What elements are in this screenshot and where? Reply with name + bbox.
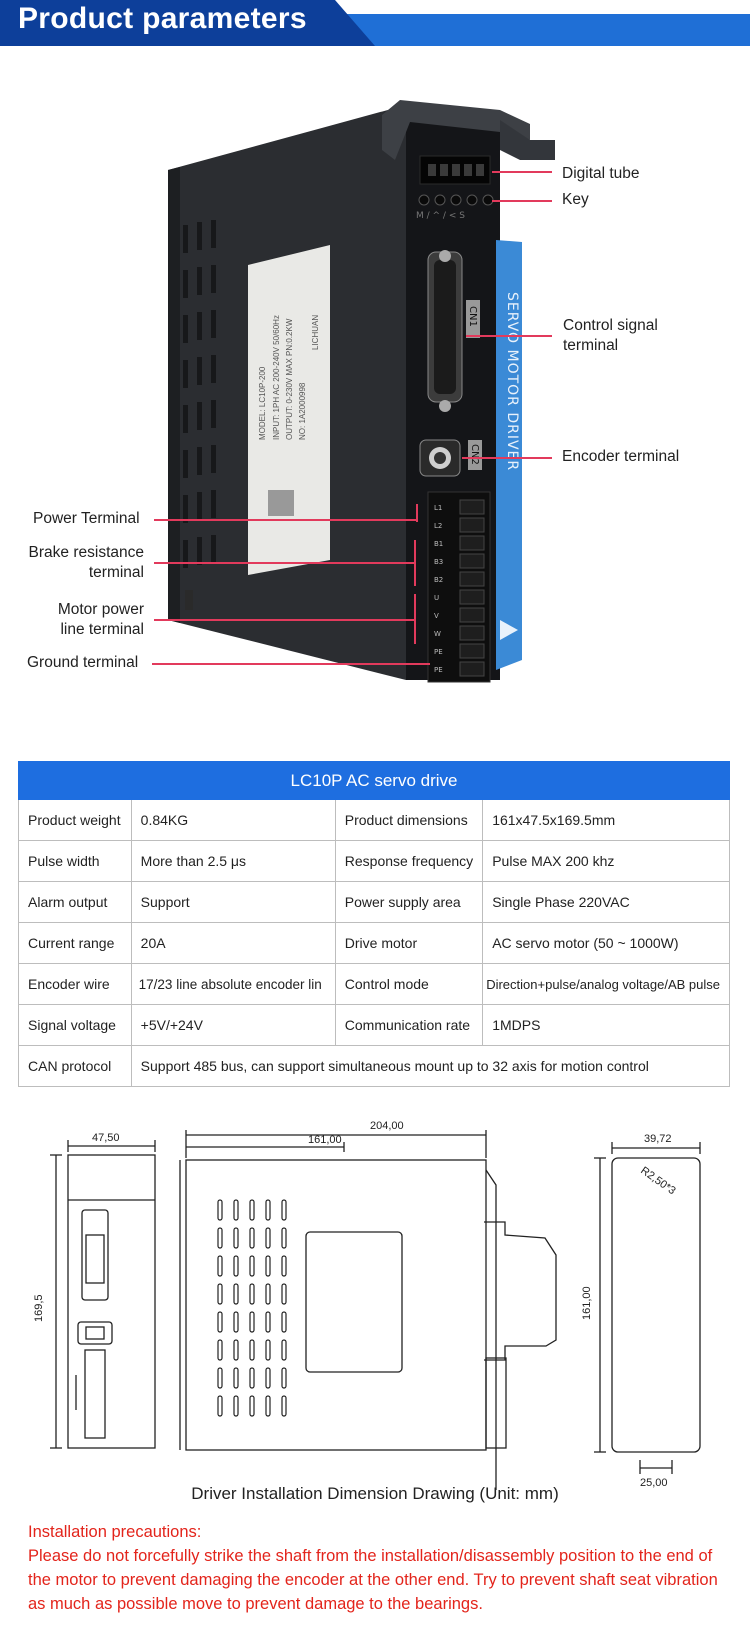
callout-key: Key — [562, 191, 589, 208]
header-tab — [0, 0, 375, 46]
svg-text:U: U — [434, 594, 439, 602]
dim-rear-height: 161,00 — [581, 1286, 593, 1320]
dim-rear-width: 39,72 — [644, 1133, 672, 1145]
lead-power — [154, 519, 418, 521]
table-row: Product weight 0.84KG Product dimensions… — [18, 799, 730, 841]
lead-encoder — [462, 457, 552, 459]
installation-precautions: Installation precautions: Please do not … — [28, 1520, 728, 1616]
callout-encoder: Encoder terminal — [562, 448, 680, 465]
svg-text:V: V — [434, 612, 439, 620]
svg-text:M / ^ / < S: M / ^ / < S — [416, 211, 465, 221]
dimension-drawings: 47,50 169,5 204,00 161,00 39,72 R2,50*3 … — [0, 1110, 750, 1510]
table-row: CAN protocol Support 485 bus, can suppor… — [18, 1045, 731, 1087]
dim-side-body: 161,00 — [308, 1134, 342, 1146]
svg-text:B2: B2 — [434, 576, 443, 584]
svg-text:PE: PE — [434, 648, 443, 656]
dimension-drawing-svg: 47,50 169,5 204,00 161,00 39,72 R2,50*3 … — [33, 1120, 701, 1490]
lead-digital-tube — [492, 171, 552, 173]
table-row: Encoder wire 17/23 line absolute encoder… — [18, 963, 730, 1005]
svg-text:L1: L1 — [434, 504, 442, 512]
svg-text:CN2: CN2 — [469, 444, 480, 465]
svg-text:INPUT: 1PH AC 200-240V 50/60Hz: INPUT: 1PH AC 200-240V 50/60Hz — [272, 315, 281, 440]
table-row: Pulse width More than 2.5 μs Response fr… — [18, 840, 730, 882]
svg-text:B1: B1 — [434, 540, 443, 548]
dim-front-width: 47,50 — [92, 1132, 120, 1144]
svg-text:L2: L2 — [434, 522, 442, 530]
lead-power-bracket — [416, 504, 418, 522]
lead-control-signal — [466, 335, 552, 337]
table-row: Signal voltage +5V/+24V Communication ra… — [18, 1004, 730, 1046]
precautions-body: Please do not forcefully strike the shaf… — [28, 1547, 718, 1613]
callout-power: Power Terminal — [33, 510, 140, 527]
callout-digital-tube: Digital tube — [562, 165, 640, 182]
svg-text:PE: PE — [434, 666, 443, 674]
svg-text:B3: B3 — [434, 558, 443, 566]
svg-text:LICHUAN: LICHUAN — [311, 315, 320, 350]
spec-table-header: LC10P AC servo drive — [18, 761, 730, 800]
svg-text:OUTPUT: 0-230V MAX PN:0.2KW: OUTPUT: 0-230V MAX PN:0.2KW — [285, 318, 294, 440]
svg-text:W: W — [434, 630, 441, 638]
lead-motor-bracket — [414, 594, 416, 644]
table-row: Current range 20A Drive motor AC servo m… — [18, 922, 730, 964]
header-banner: Product parameters — [0, 0, 750, 46]
spec-table-title: LC10P AC servo drive — [18, 761, 730, 800]
dimension-caption: Driver Installation Dimension Drawing (U… — [191, 1484, 559, 1503]
page-title: Product parameters — [18, 2, 307, 35]
lead-brake — [154, 562, 416, 564]
callout-control-signal: Control signal terminal — [563, 317, 658, 354]
svg-text:NO: 1A2000998: NO: 1A2000998 — [298, 382, 307, 440]
product-illustration: MODEL: LC10P-200 INPUT: 1PH AC 200-240V … — [0, 60, 750, 720]
svg-text:MODEL: LC10P-200: MODEL: LC10P-200 — [258, 366, 267, 440]
spec-table: LC10P AC servo drive Product weight 0.84… — [18, 761, 731, 1087]
dim-side-total: 204,00 — [370, 1120, 404, 1132]
lead-motor — [154, 619, 416, 621]
callout-ground: Ground terminal — [27, 654, 139, 671]
servo-drive-image: MODEL: LC10P-200 INPUT: 1PH AC 200-240V … — [168, 100, 555, 683]
callout-motor: Motor power line terminal — [57, 601, 144, 638]
dim-rear-radius: R2,50*3 — [638, 1165, 677, 1198]
dim-front-height: 169,5 — [33, 1294, 45, 1322]
lead-ground — [152, 663, 430, 665]
table-row: Alarm output Support Power supply area S… — [18, 881, 730, 923]
lead-brake-bracket — [414, 540, 416, 586]
callout-brake: Brake resistance terminal — [28, 544, 144, 581]
lead-key — [492, 200, 552, 202]
dim-rear-bottom: 25,00 — [640, 1477, 668, 1489]
svg-text:CN1: CN1 — [467, 306, 478, 327]
svg-text:SERVO MOTOR DRIVER: SERVO MOTOR DRIVER — [504, 292, 520, 471]
precautions-title: Installation precautions: — [28, 1523, 202, 1541]
